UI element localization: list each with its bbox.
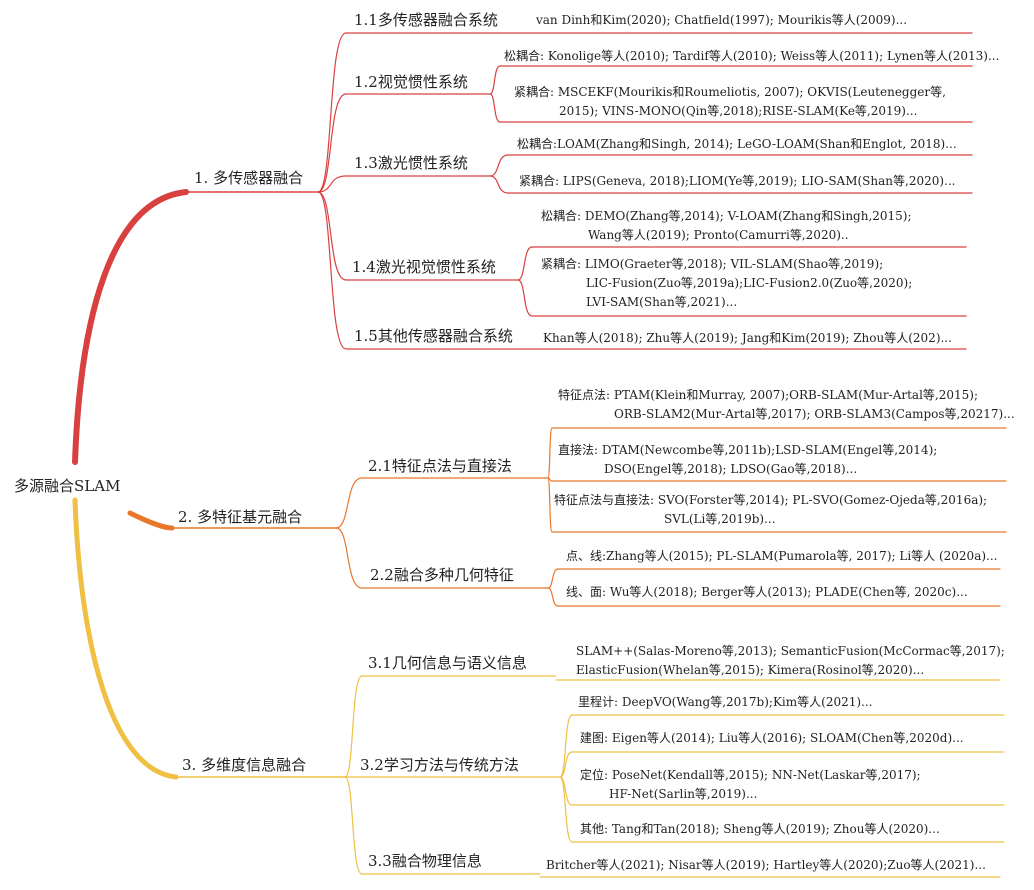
- leaf-line: Khan等人(2018); Zhu等人(2019); Jang和Kim(2019…: [543, 331, 952, 345]
- sub-connector: [317, 191, 347, 281]
- category-node-3[interactable]: 3. 多维度信息融合: [182, 756, 307, 774]
- sub-node-3-1[interactable]: 3.1几何信息与语义信息: [368, 654, 527, 672]
- sub-connector: [317, 93, 347, 193]
- leaf-node[interactable]: 紧耦合: LIMO(Graeter等,2018); VIL-SLAM(Shao等…: [541, 255, 912, 312]
- sub-node-2-2[interactable]: 2.2融合多种几何特征: [370, 566, 514, 584]
- leaf-connector: [547, 587, 559, 607]
- leaf-connector: [517, 279, 533, 317]
- leaf-connector: [489, 175, 509, 194]
- leaf-line: SLAM++(Salas-Moreno等,2013); SemanticFusi…: [576, 644, 1005, 658]
- leaf-line: Britcher等人(2021); Nisar等人(2019); Hartley…: [546, 858, 986, 872]
- sub-node-1-2[interactable]: 1.2视觉惯性系统: [354, 73, 468, 91]
- sub-node-1-3[interactable]: 1.3激光惯性系统: [354, 154, 468, 172]
- trunk-connector-1: [72, 189, 189, 465]
- leaf-line: DSO(Engel等,2018); LDSO(Gao等,2018)...: [604, 462, 858, 476]
- leaf-connector: [489, 93, 501, 123]
- leaf-line: LIC-Fusion(Zuo等,2019a);LIC-Fusion2.0(Zuo…: [586, 276, 913, 290]
- root-node[interactable]: 多源融合SLAM: [14, 477, 121, 495]
- leaf-connector: [517, 246, 533, 281]
- leaf-line: 特征点法与直接法: SVO(Forster等,2014); PL-SVO(Gom…: [554, 493, 988, 507]
- leaf-node[interactable]: van Dinh和Kim(2020); Chatfield(1997); Mou…: [536, 11, 907, 30]
- leaf-connector: [559, 714, 573, 778]
- sub-connector: [317, 32, 347, 193]
- leaf-node[interactable]: 点、线:Zhang等人(2015); PL-SLAM(Pumarola等, 20…: [566, 547, 997, 566]
- leaf-line: 点、线:Zhang等人(2015); PL-SLAM(Pumarola等, 20…: [566, 549, 998, 563]
- leaf-node[interactable]: 特征点法: PTAM(Klein和Murray, 2007);ORB-SLAM(…: [558, 386, 1015, 424]
- sub-node-3-2[interactable]: 3.2学习方法与传统方法: [360, 756, 519, 774]
- leaf-connector: [489, 65, 501, 95]
- leaf-connector: [559, 751, 573, 778]
- sub-connector: [317, 175, 347, 193]
- leaf-node[interactable]: 直接法: DTAM(Newcombe等,2011b);LSD-SLAM(Enge…: [558, 441, 937, 479]
- leaf-line: Wang等人(2019); Pronto(Camurri等,2020)..: [588, 228, 849, 242]
- leaf-line: 松耦合: DEMO(Zhang等,2014); V-LOAM(Zhang和Sin…: [541, 209, 912, 223]
- leaf-line: 特征点法: PTAM(Klein和Murray, 2007);ORB-SLAM(…: [558, 388, 979, 402]
- category-node-1[interactable]: 1. 多传感器融合: [194, 169, 304, 187]
- leaf-line: 紧耦合: LIPS(Geneva, 2018);LIOM(Ye等,2019); …: [519, 174, 956, 188]
- leaf-node[interactable]: 松耦合: Konolige等人(2010); Tardif等人(2010); W…: [504, 47, 999, 66]
- leaf-node[interactable]: 里程计: DeepVO(Wang等,2017b);Kim等人(2021)...: [578, 693, 872, 712]
- leaf-line: ElasticFusion(Whelan等,2015); Kimera(Rosi…: [576, 663, 925, 677]
- leaf-line: ORB-SLAM2(Mur-Artal等,2017); ORB-SLAM3(Ca…: [614, 407, 1015, 421]
- leaf-node[interactable]: 特征点法与直接法: SVO(Forster等,2014); PL-SVO(Gom…: [554, 491, 987, 529]
- sub-node-1-1[interactable]: 1.1多传感器融合系统: [354, 11, 498, 29]
- leaf-node[interactable]: 建图: Eigen等人(2014); Liu等人(2016); SLOAM(Ch…: [580, 729, 964, 748]
- sub-node-2-1[interactable]: 2.1特征点法与直接法: [368, 457, 512, 475]
- leaf-connector: [547, 477, 553, 533]
- leaf-line: HF-Net(Sarlin等,2019)...: [609, 787, 758, 801]
- leaf-line: 松耦合:LOAM(Zhang和Singh, 2014); LeGO-LOAM(S…: [517, 137, 957, 151]
- leaf-node[interactable]: 紧耦合: LIPS(Geneva, 2018);LIOM(Ye等,2019); …: [519, 172, 955, 191]
- trunk-connector-3: [72, 497, 179, 780]
- leaf-line: LVI-SAM(Shan等,2021)...: [586, 295, 738, 309]
- leaf-connector: [547, 427, 553, 479]
- leaf-line: 其他: Tang和Tan(2018); Sheng等人(2019); Zhou等…: [580, 822, 940, 836]
- leaf-node[interactable]: 松耦合:LOAM(Zhang和Singh, 2014); LeGO-LOAM(S…: [517, 135, 957, 154]
- leaf-node[interactable]: Britcher等人(2021); Nisar等人(2019); Hartley…: [546, 856, 986, 875]
- sub-connector: [335, 527, 363, 589]
- leaf-node[interactable]: 线、面: Wu等人(2018); Berger等人(2013); PLADE(C…: [566, 583, 968, 602]
- leaf-node[interactable]: Khan等人(2018); Zhu等人(2019); Jang和Kim(2019…: [543, 329, 952, 348]
- sub-connector: [335, 477, 363, 529]
- leaf-line: 紧耦合: LIMO(Graeter等,2018); VIL-SLAM(Shao等…: [541, 257, 884, 271]
- leaf-line: 紧耦合: MSCEKF(Mourikis和Roumeliotis, 2007);…: [514, 85, 946, 99]
- leaf-line: SVL(Li等,2019b)...: [664, 512, 776, 526]
- leaf-line: 里程计: DeepVO(Wang等,2017b);Kim等人(2021)...: [578, 695, 873, 709]
- sub-node-1-4[interactable]: 1.4激光视觉惯性系统: [352, 258, 496, 276]
- sub-connector: [344, 776, 363, 875]
- leaf-connector: [489, 154, 509, 177]
- category-node-2[interactable]: 2. 多特征基元融合: [178, 508, 303, 526]
- sub-node-3-3[interactable]: 3.3融合物理信息: [368, 852, 482, 870]
- leaf-line: 2015); VINS-MONO(Qin等,2018);RISE-SLAM(Ke…: [559, 104, 918, 118]
- trunk-connector-2: [127, 510, 175, 531]
- sub-connector: [317, 191, 347, 350]
- leaf-line: van Dinh和Kim(2020); Chatfield(1997); Mou…: [536, 13, 908, 27]
- leaf-node[interactable]: 松耦合: DEMO(Zhang等,2014); V-LOAM(Zhang和Sin…: [541, 207, 912, 245]
- leaf-node[interactable]: 定位: PoseNet(Kendall等,2015); NN-Net(Laska…: [580, 766, 921, 804]
- leaf-line: 建图: Eigen等人(2014); Liu等人(2016); SLOAM(Ch…: [580, 731, 964, 745]
- leaf-connector: [559, 776, 573, 843]
- leaf-line: 定位: PoseNet(Kendall等,2015); NN-Net(Laska…: [580, 768, 921, 782]
- sub-connector: [344, 675, 363, 778]
- sub-node-1-5[interactable]: 1.5其他传感器融合系统: [354, 327, 513, 345]
- leaf-connector: [547, 568, 559, 589]
- leaf-line: 松耦合: Konolige等人(2010); Tardif等人(2010); W…: [504, 49, 1000, 63]
- leaf-node[interactable]: SLAM++(Salas-Moreno等,2013); SemanticFusi…: [576, 642, 1005, 680]
- leaf-node[interactable]: 紧耦合: MSCEKF(Mourikis和Roumeliotis, 2007);…: [514, 83, 946, 121]
- leaf-line: 线、面: Wu等人(2018); Berger等人(2013); PLADE(C…: [566, 585, 968, 599]
- leaf-line: 直接法: DTAM(Newcombe等,2011b);LSD-SLAM(Enge…: [558, 443, 938, 457]
- leaf-node[interactable]: 其他: Tang和Tan(2018); Sheng等人(2019); Zhou等…: [580, 820, 940, 839]
